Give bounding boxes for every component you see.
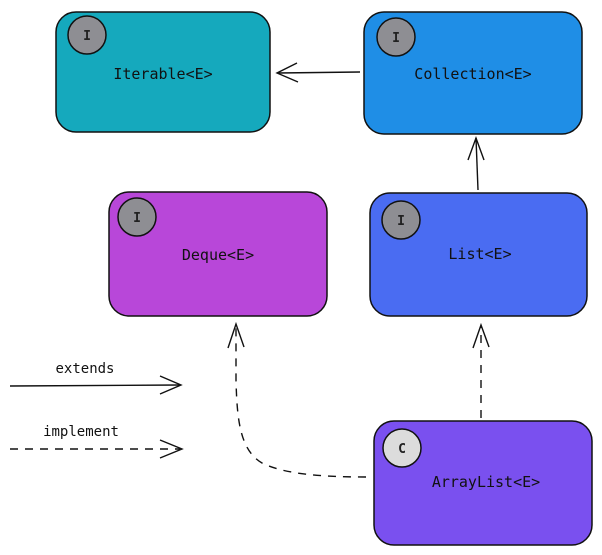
node-iterable-box (55, 11, 271, 133)
legend-extends-label: extends (55, 361, 114, 377)
node-list-box (369, 192, 588, 317)
node-arraylist-label: ArrayList<E> (432, 473, 540, 491)
node-iterable[interactable]: I Iterable<E> (55, 11, 271, 133)
legend-implement-arrow (10, 439, 184, 459)
class-badge (382, 428, 422, 468)
interface-badge (376, 17, 416, 57)
node-deque-box (108, 191, 328, 317)
edge-collection-to-iterable (275, 62, 361, 83)
interface-badge-label: I (392, 31, 400, 46)
legend: extends implement (9, 361, 184, 459)
edge-arraylist-to-deque (227, 321, 367, 478)
node-deque-label: Deque<E> (182, 246, 254, 264)
node-collection[interactable]: I Collection<E> (363, 11, 583, 135)
interface-badge-label: I (83, 29, 91, 44)
class-badge-label: C (398, 442, 406, 457)
interface-badge-label: I (397, 214, 405, 229)
interface-badge (117, 197, 157, 237)
node-collection-box (363, 11, 583, 135)
legend-extends: extends (9, 361, 183, 395)
interface-badge-label: I (133, 211, 141, 226)
interface-badge (67, 15, 107, 55)
legend-implement-label: implement (43, 424, 119, 440)
node-arraylist[interactable]: C ArrayList<E> (373, 420, 593, 546)
legend-extends-arrow (9, 375, 183, 395)
legend-implement: implement (10, 424, 184, 459)
node-iterable-label: Iterable<E> (113, 65, 212, 83)
node-list[interactable]: I List<E> (369, 192, 588, 317)
interface-badge (381, 200, 421, 240)
edge-arraylist-to-list (472, 322, 490, 418)
node-list-label: List<E> (448, 245, 511, 263)
edge-list-to-collection (467, 135, 485, 191)
node-arraylist-box (373, 420, 593, 546)
node-deque[interactable]: I Deque<E> (108, 191, 328, 317)
node-collection-label: Collection<E> (414, 65, 531, 83)
